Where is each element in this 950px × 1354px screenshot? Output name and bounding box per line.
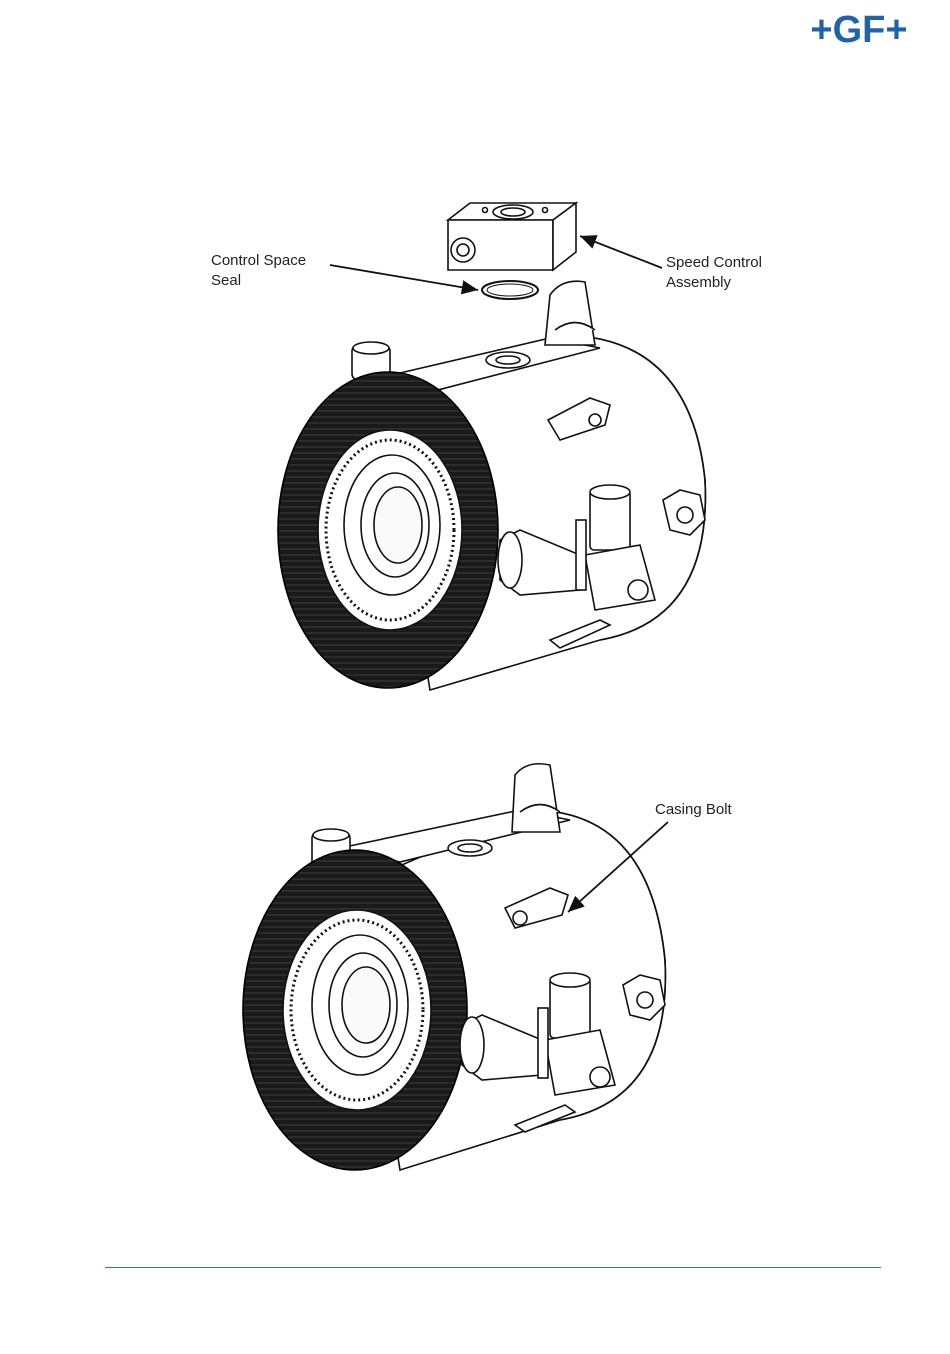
casing-bolt-head (513, 911, 527, 925)
speed-control-leader (580, 236, 662, 268)
control-space-seal-label: Control Space Seal (211, 251, 306, 291)
casing-bolt-label-line1: Casing Bolt (655, 800, 732, 820)
control-space-seal-label-line1: Control Space (211, 251, 306, 271)
bottom-actuator-drawing (243, 764, 665, 1170)
speed-control-assembly-label-line1: Speed Control (666, 253, 762, 273)
footer-rule (105, 1267, 881, 1268)
speed-control-assembly-label: Speed Control Assembly (666, 253, 762, 293)
speed-control-block (448, 203, 576, 270)
speed-control-assembly-label-line2: Assembly (666, 273, 762, 293)
casing-bolt-label: Casing Bolt (655, 800, 732, 820)
top-actuator-drawing (278, 203, 705, 690)
control-space-seal-label-line2: Seal (211, 271, 306, 291)
